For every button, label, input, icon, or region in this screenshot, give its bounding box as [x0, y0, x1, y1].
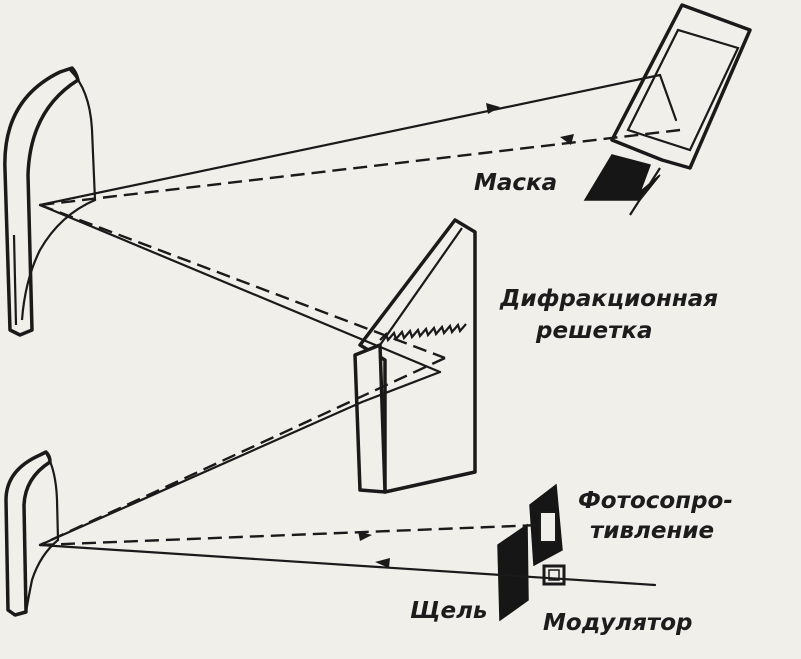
photoresistor: [529, 483, 563, 567]
photoresistor-label-line2: тивление: [590, 518, 714, 544]
lower-concave-mirror: [4, 450, 60, 617]
slit-label: Щель: [410, 598, 487, 624]
solid-light-path: [38, 73, 678, 587]
grating-label-line1: Дифракционная: [499, 286, 718, 312]
mask-label: Маска: [474, 170, 557, 196]
slit: [497, 523, 529, 622]
modulator-label: Модулятор: [543, 610, 692, 636]
modulator: [542, 564, 566, 586]
mask: [583, 3, 752, 216]
diffraction-grating: [353, 218, 477, 494]
photoresistor-label-line1: Фотосопро-: [578, 488, 733, 514]
dashed-light-path: [39, 128, 681, 547]
upper-concave-mirror: [3, 66, 97, 337]
grating-label-line2: решетка: [535, 318, 653, 344]
